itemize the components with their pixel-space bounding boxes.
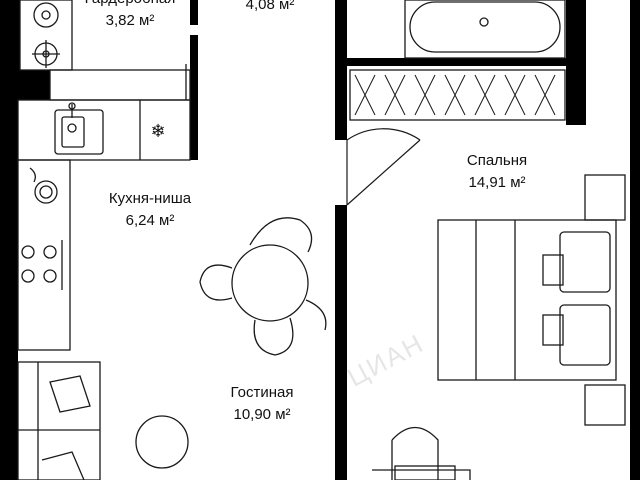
svg-text:❄: ❄ bbox=[150, 121, 165, 142]
bathroom-fixtures bbox=[349, 0, 566, 121]
door-swing bbox=[346, 128, 421, 206]
room-name: Кухня-ниша bbox=[108, 190, 192, 207]
dining-set bbox=[199, 217, 327, 356]
room-area: 14,91 м² bbox=[468, 174, 526, 191]
room-label-bedroom: Спальня 14,91 м² bbox=[467, 150, 527, 194]
coffee-table bbox=[135, 415, 189, 469]
room-label-kitchen: Кухня-ниша 6,24 м² bbox=[109, 188, 191, 232]
desk-chair bbox=[372, 426, 471, 480]
kitchen-fixtures: ❄ bbox=[17, 99, 191, 351]
room-area: 10,90 м² bbox=[233, 406, 291, 423]
room-label-living: Гостиная 10,90 м² bbox=[231, 382, 294, 426]
room-area: 3,82 м² bbox=[105, 12, 155, 29]
room-area: 6,24 м² bbox=[125, 212, 175, 229]
room-name: Спальня bbox=[466, 152, 528, 169]
room-label-wardrobe: Гардеробная 3,82 м² bbox=[85, 0, 176, 32]
sofa bbox=[17, 361, 101, 480]
room-name: Гостиная bbox=[230, 384, 294, 401]
room-label-bathroom: 4,08 м² bbox=[246, 0, 295, 16]
room-area: 4,08 м² bbox=[245, 0, 295, 13]
bed bbox=[437, 174, 626, 426]
room-name: Гардеробная bbox=[85, 0, 176, 10]
